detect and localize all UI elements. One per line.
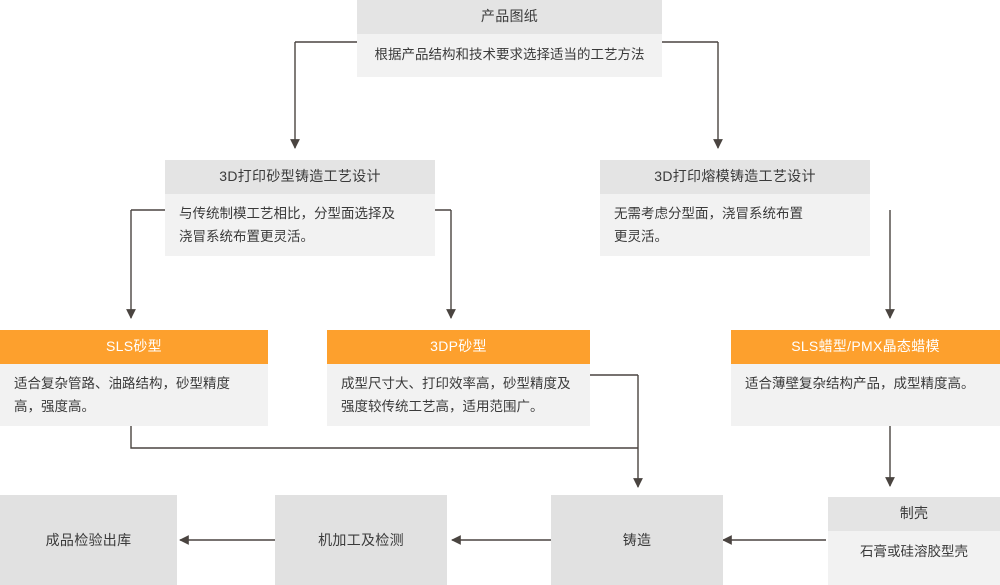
node-shell-making[interactable]: 制壳 石膏或硅溶胶型壳: [828, 497, 1000, 585]
node-sand-process-design-body-line2: 浇冒系统布置更灵活。: [179, 229, 314, 245]
node-product-drawing[interactable]: 产品图纸 根据产品结构和技术要求选择适当的工艺方法: [357, 0, 662, 78]
node-shell-making-body: 石膏或硅溶胶型壳: [828, 530, 1000, 585]
node-shell-making-header: 制壳: [828, 497, 1000, 531]
node-machining-inspection[interactable]: 机加工及检测: [275, 495, 447, 585]
node-investment-process-design-body-line2: 更灵活。: [614, 229, 668, 245]
node-casting-label: 铸造: [622, 532, 652, 548]
node-casting[interactable]: 铸造: [551, 495, 723, 585]
node-investment-process-design[interactable]: 3D打印熔模铸造工艺设计 无需考虑分型面，浇冒系统布置 更灵活。: [600, 160, 870, 256]
node-machining-inspection-label: 机加工及检测: [318, 532, 404, 548]
node-sls-wax-header: SLS蜡型/PMX晶态蜡模: [731, 330, 1000, 364]
node-sand-process-design-body-line1: 与传统制模工艺相比，分型面选择及: [179, 205, 395, 221]
node-sls-sand-body-line1: 适合复杂管路、油路结构，砂型精度: [14, 375, 230, 391]
node-sls-wax-body-line1: 适合薄壁复杂结构产品，成型精度高。: [745, 375, 975, 391]
node-sls-wax[interactable]: SLS蜡型/PMX晶态蜡模 适合薄壁复杂结构产品，成型精度高。: [731, 330, 1000, 426]
node-3dp-sand-body-line1: 成型尺寸大、打印效率高，砂型精度及: [341, 375, 571, 391]
node-sand-process-design[interactable]: 3D打印砂型铸造工艺设计 与传统制模工艺相比，分型面选择及 浇冒系统布置更灵活。: [165, 160, 435, 256]
node-sls-sand-body: 适合复杂管路、油路结构，砂型精度 高，强度高。: [0, 363, 268, 426]
node-investment-process-design-body: 无需考虑分型面，浇冒系统布置 更灵活。: [600, 193, 870, 256]
node-3dp-sand[interactable]: 3DP砂型 成型尺寸大、打印效率高，砂型精度及 强度较传统工艺高，适用范围广。: [327, 330, 590, 426]
node-sand-process-design-header: 3D打印砂型铸造工艺设计: [165, 160, 435, 194]
node-product-drawing-body: 根据产品结构和技术要求选择适当的工艺方法: [357, 33, 662, 78]
node-sls-wax-body: 适合薄壁复杂结构产品，成型精度高。: [731, 363, 1000, 426]
node-3dp-sand-header: 3DP砂型: [327, 330, 590, 364]
node-investment-process-design-body-line1: 无需考虑分型面，浇冒系统布置: [614, 205, 803, 221]
node-final-inspection-outbound-label: 成品检验出库: [45, 532, 132, 548]
node-3dp-sand-body-line2: 强度较传统工艺高，适用范围广。: [341, 399, 544, 415]
node-final-inspection-outbound[interactable]: 成品检验出库: [0, 495, 177, 585]
node-sand-process-design-body: 与传统制模工艺相比，分型面选择及 浇冒系统布置更灵活。: [165, 193, 435, 256]
node-product-drawing-header: 产品图纸: [357, 0, 662, 34]
node-investment-process-design-header: 3D打印熔模铸造工艺设计: [600, 160, 870, 194]
node-sls-sand[interactable]: SLS砂型 适合复杂管路、油路结构，砂型精度 高，强度高。: [0, 330, 268, 426]
node-3dp-sand-body: 成型尺寸大、打印效率高，砂型精度及 强度较传统工艺高，适用范围广。: [327, 363, 590, 426]
node-sls-sand-body-line2: 高，强度高。: [14, 399, 95, 415]
node-sls-sand-header: SLS砂型: [0, 330, 268, 364]
